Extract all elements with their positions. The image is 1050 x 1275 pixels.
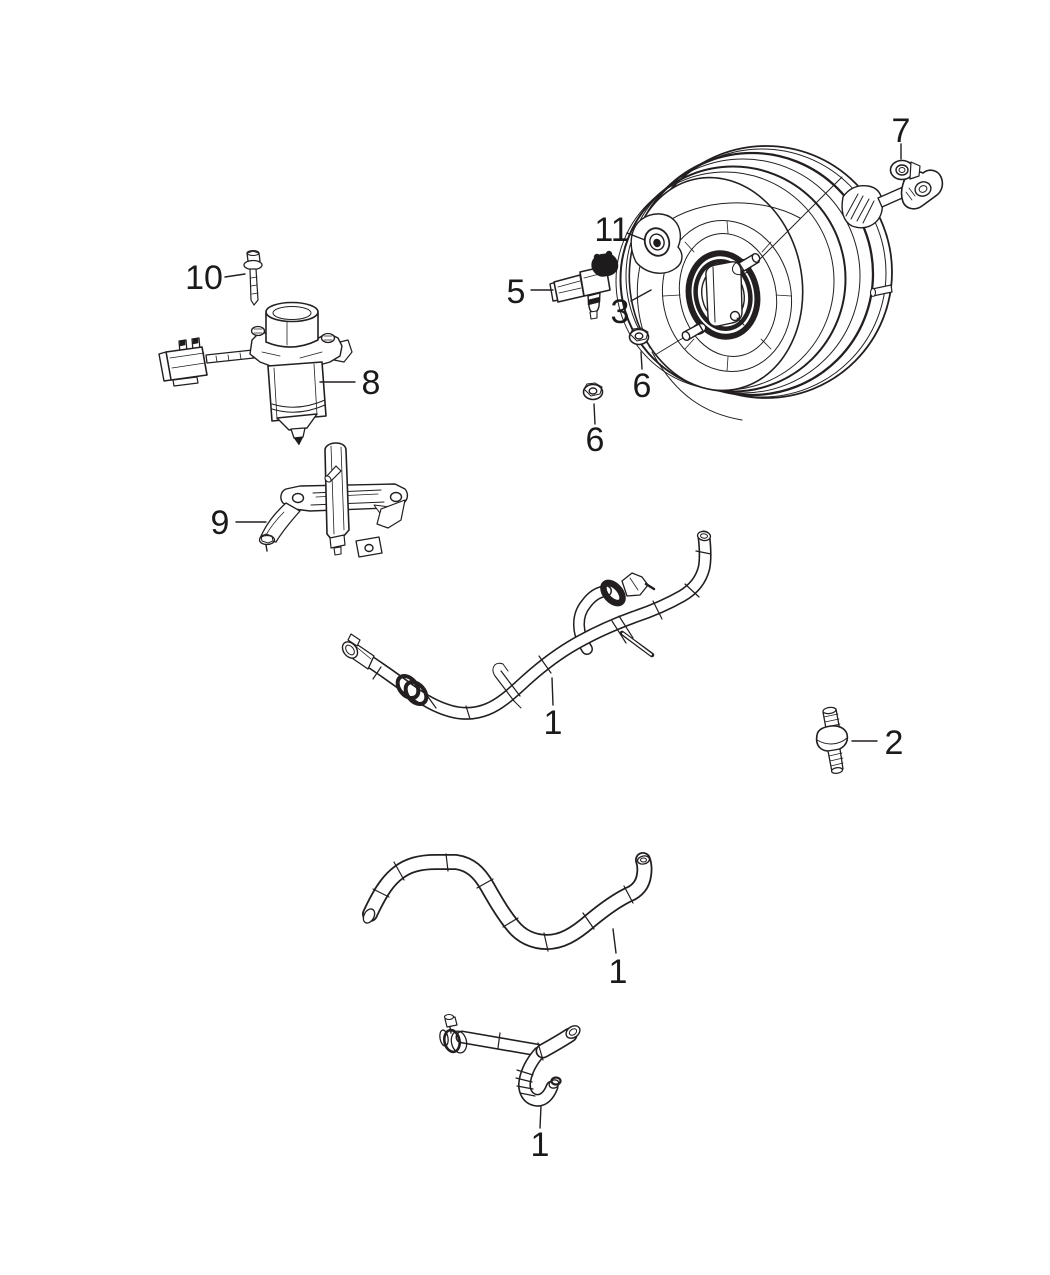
vacuum-hose-1-upper: [341, 531, 711, 719]
callout-2: 2: [885, 724, 904, 762]
hex-nut-6-upper: [628, 327, 650, 346]
callout-8: 8: [362, 364, 381, 402]
callout-6-lower: 6: [586, 421, 605, 459]
vacuum-hose-1-middle: [361, 854, 650, 952]
callout-10: 10: [185, 259, 223, 297]
mounting-bracket-9: [258, 442, 409, 558]
callout-11: 11: [594, 211, 629, 249]
callout-1-middle: 1: [609, 953, 628, 991]
vacuum-pump-8: [158, 301, 353, 446]
callout-1-upper: 1: [544, 704, 563, 742]
callout-3: 3: [611, 293, 630, 331]
callout-5: 5: [507, 273, 526, 311]
mounting-bolt-10: [243, 250, 263, 306]
hex-nut-6-lower: [582, 382, 604, 401]
flange-nut-7: [889, 159, 921, 181]
callout-leader-lines: [224, 143, 902, 1129]
callout-9: 9: [211, 504, 230, 542]
callout-1-lower: 1: [531, 1126, 550, 1164]
pump-electrical-connector: [158, 337, 264, 387]
vacuum-sensor-5: [549, 250, 619, 320]
vacuum-hose-1-lower: [439, 1013, 581, 1101]
callout-7: 7: [892, 112, 911, 150]
retaining-stud-2: [815, 706, 849, 774]
brake-booster-illustration: [615, 145, 944, 421]
callout-6-upper: 6: [633, 367, 652, 405]
